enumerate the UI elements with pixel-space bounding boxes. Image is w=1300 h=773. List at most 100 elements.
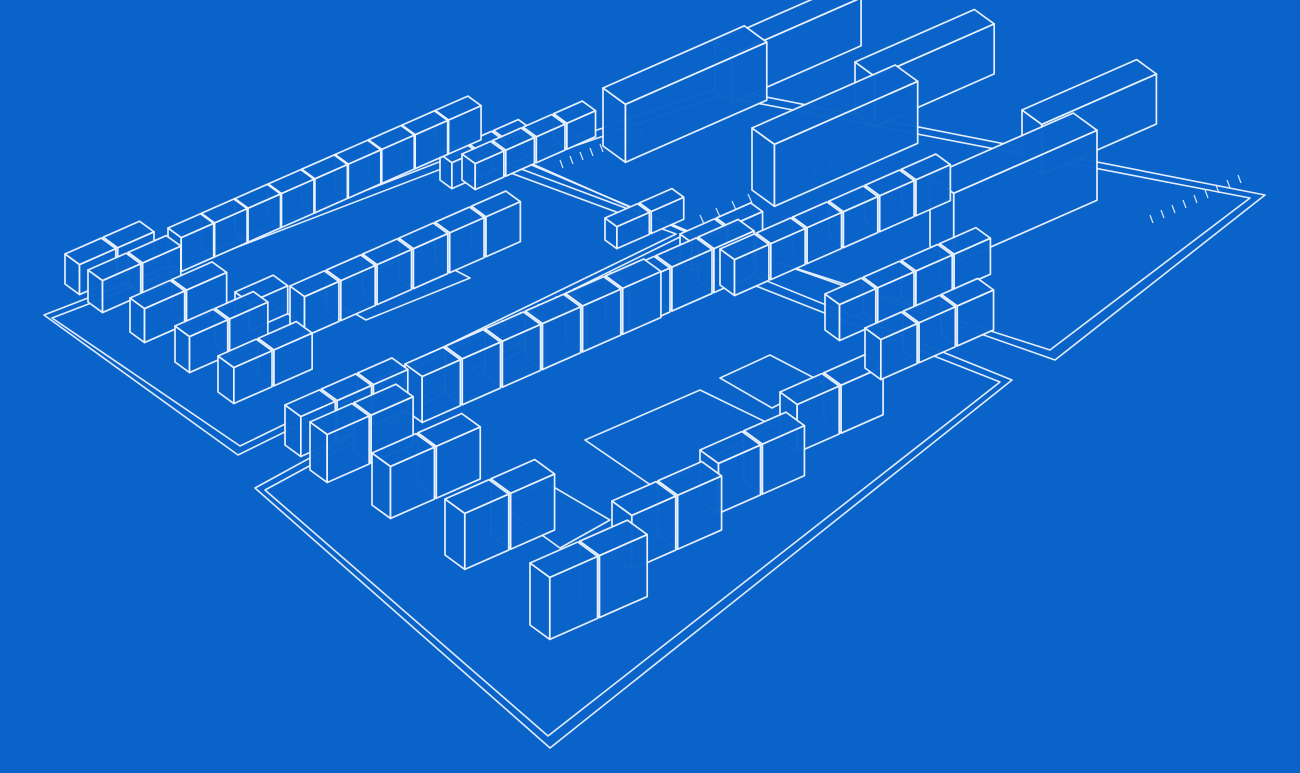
building-roof [353,383,414,417]
building-roof [715,202,764,228]
building-roof [174,308,229,338]
building-roof [217,338,273,369]
building-roof [743,411,806,445]
building-roof [1021,58,1158,126]
building-roof [401,109,449,136]
tall-building [751,64,919,208]
parking-stripe [1160,209,1165,219]
building-roof [602,24,768,106]
low-rise-building [129,279,186,344]
parking-stripe [1204,189,1209,199]
building-roof [656,460,723,497]
building-roof [552,100,597,125]
building-roof [699,430,762,465]
parking-stripe [1226,179,1231,189]
building-roof [64,237,117,266]
building-roof [356,357,409,386]
building-roof [284,389,337,418]
low-rise-building [444,478,510,571]
building-roof [638,187,685,213]
building-roof [167,212,215,239]
low-rise-building [371,432,436,520]
building-roof [697,218,755,250]
building-roof [491,127,536,152]
building-roof [361,238,413,266]
building-roof [334,139,382,165]
parking-stripe [1182,199,1187,209]
low-rise-building [461,140,505,191]
building-roof [755,217,807,245]
building-roof [214,290,269,320]
building-roof [289,270,340,298]
low-rise-building [309,402,371,484]
building-roof [171,261,228,291]
tall-building [929,112,1098,265]
low-rise-building [87,252,142,314]
parking-stripe [1171,204,1176,214]
building-roof [655,237,713,268]
parking-stripe [1193,194,1198,204]
building-roof [267,168,315,195]
building-roof [604,258,662,290]
building-roof [470,190,522,218]
building-roof [461,140,505,165]
building-roof [484,311,542,343]
low-rise-building [404,346,462,424]
building-roof [434,206,485,234]
parking-stripe [699,214,705,225]
building-roof [719,233,770,261]
building-roof [257,320,313,351]
building-roof [824,277,877,306]
building-roof [367,124,416,151]
building-roof [524,293,582,325]
parking-stripe [715,207,721,218]
building-roof [371,432,436,468]
building-roof [779,372,841,406]
building-roof [320,373,373,402]
building-roof [300,154,349,180]
buildings [64,0,1158,641]
parking-stripe [747,193,753,204]
parking-stripe [559,159,564,169]
building-roof [604,202,651,228]
building-roof [489,458,556,495]
parking-stripe [731,200,737,211]
building-roof [129,279,186,310]
building-roof [200,198,248,224]
building-roof [404,346,462,378]
building-roof [127,234,182,264]
building-roof [529,541,599,579]
parking-stripe [599,143,604,153]
parking-stripe [589,147,594,157]
parking-stripe [569,155,574,165]
low-rise-building [529,541,599,641]
building-roof [309,402,371,436]
tall-building [602,24,768,164]
building-roof [900,153,952,181]
building-roof [940,277,995,307]
building-roof [828,185,879,213]
building-roof [864,311,918,341]
building-roof [325,254,377,282]
building-roof [87,252,142,282]
building-roof [398,222,449,250]
building-roof [938,226,992,256]
parking-stripe [579,151,584,161]
low-rise-building [289,270,340,338]
low-rise-building [217,338,273,405]
building-roof [862,260,915,289]
building-roof [444,328,502,360]
parking-stripe [1149,214,1154,224]
parking-stripe [1215,184,1220,194]
building-roof [234,183,282,210]
building-roof [564,275,622,307]
building-roof [854,8,996,78]
parking-stripe [1237,174,1242,184]
building-roof [902,294,957,324]
building-roof [751,64,919,146]
building-roof [522,113,566,138]
building-roof [611,480,677,517]
building-roof [900,243,954,272]
low-rise-building [604,202,651,250]
building-roof [416,412,482,448]
